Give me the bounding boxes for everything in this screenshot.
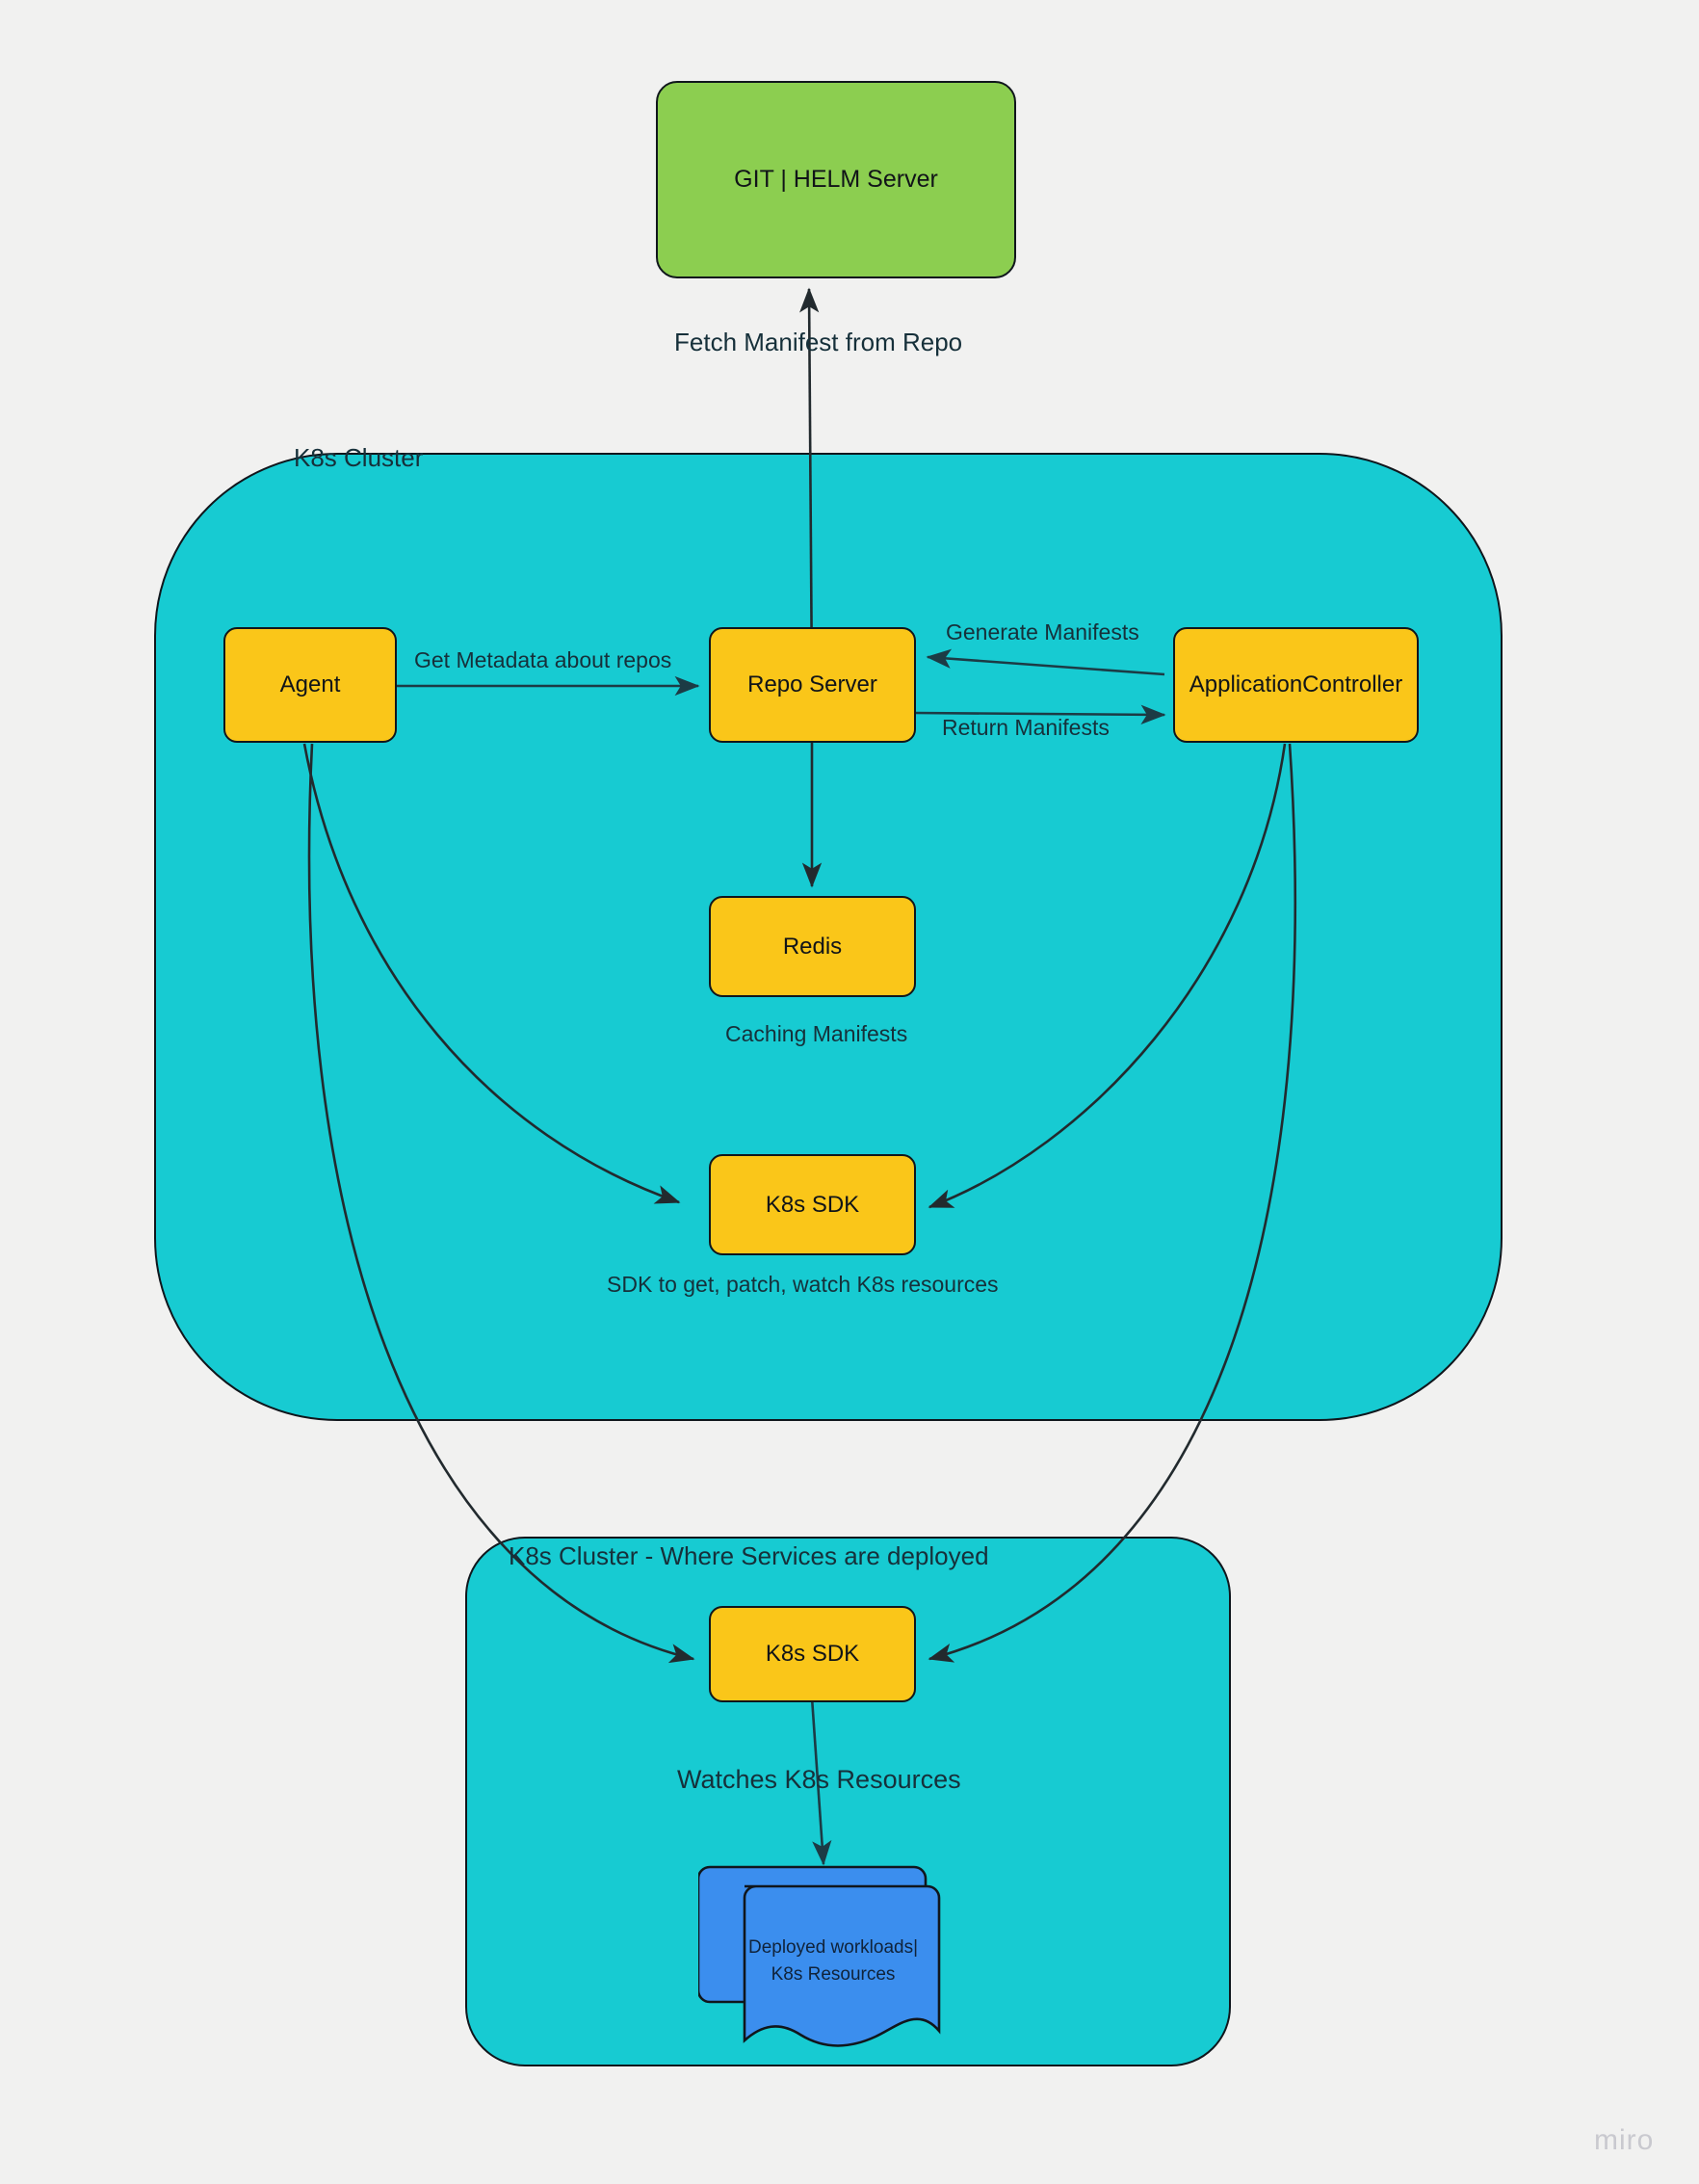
miro-watermark: miro xyxy=(1594,2124,1655,2156)
edge-label-get-metadata: Get Metadata about repos xyxy=(414,647,672,672)
node-k8s-sdk-top[interactable]: K8s SDK xyxy=(709,1154,916,1255)
node-agent[interactable]: Agent xyxy=(223,627,397,743)
edge-label-fetch-manifest: Fetch Manifest from Repo xyxy=(674,328,963,356)
group-label-k8s-cluster-services: K8s Cluster - Where Services are deploye… xyxy=(509,1541,989,1570)
node-label-repo-server: Repo Server xyxy=(747,671,877,697)
edge-label-return-manifests: Return Manifests xyxy=(942,715,1110,740)
node-redis[interactable]: Redis xyxy=(709,896,916,997)
doc-front-sheet xyxy=(743,1884,941,2047)
node-label-application-controller: ApplicationController xyxy=(1189,671,1403,697)
node-deployed-workloads[interactable]: Deployed workloads| K8s Resources xyxy=(696,1850,958,2057)
node-repo-server[interactable]: Repo Server xyxy=(709,627,916,743)
caption-caching-manifests: Caching Manifests xyxy=(725,1021,908,1046)
caption-sdk-purpose: SDK to get, patch, watch K8s resources xyxy=(607,1272,999,1297)
node-label-redis: Redis xyxy=(782,933,843,960)
group-label-k8s-cluster: K8s Cluster xyxy=(294,443,424,472)
node-application-controller[interactable]: ApplicationController xyxy=(1173,627,1419,743)
edge-label-watches-k8s-resources: Watches K8s Resources xyxy=(677,1765,961,1794)
node-label-k8s-sdk-bottom: K8s SDK xyxy=(765,1641,860,1667)
node-label-k8s-sdk-top: K8s SDK xyxy=(765,1191,860,1218)
node-label-agent: Agent xyxy=(279,671,341,697)
node-git-helm-server[interactable]: GIT | HELM Server xyxy=(656,81,1016,278)
node-label-git-helm-server: GIT | HELM Server xyxy=(734,166,938,193)
edge-label-generate-manifests: Generate Manifests xyxy=(946,619,1139,645)
node-k8s-sdk-bottom[interactable]: K8s SDK xyxy=(709,1606,916,1702)
